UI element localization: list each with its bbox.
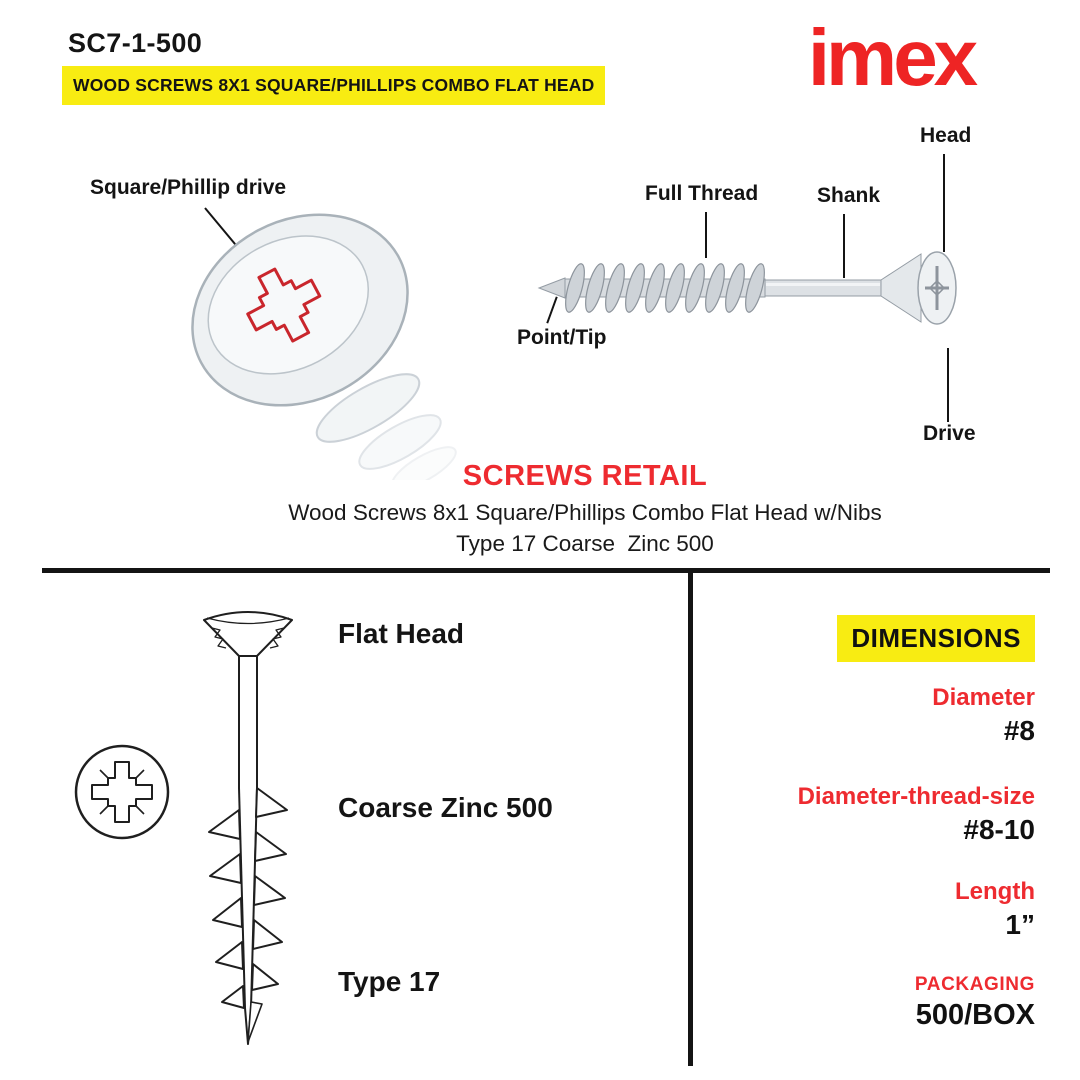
screw-anatomy-diagram: Full Thread Shank Head Point/Tip Drive — [505, 118, 1020, 463]
horizontal-screw-illustration — [537, 251, 957, 325]
imex-logo: imex — [807, 13, 978, 102]
product-title-banner: WOOD SCREWS 8X1 SQUARE/PHILLIPS COMBO FL… — [62, 66, 606, 105]
head-pointer-line — [943, 154, 945, 252]
feature-thread-type: Type 17 — [338, 966, 441, 997]
horizontal-divider — [42, 568, 1050, 573]
retail-description-line1: Wood Screws 8x1 Square/Phillips Combo Fl… — [288, 500, 882, 525]
combo-drive-recess-outline — [246, 267, 322, 343]
dimension-value: 1” — [1005, 909, 1035, 940]
product-code: SC7-1-500 — [68, 28, 203, 58]
full-thread-label: Full Thread — [645, 182, 759, 205]
point-tip-label: Point/Tip — [517, 326, 607, 349]
dimension-label: PACKAGING — [914, 974, 1035, 995]
drive-callout-label: Square/Phillip drive — [90, 176, 287, 199]
dimension-label: Length — [955, 878, 1035, 905]
full-thread-pointer-line — [705, 212, 707, 258]
dimensions-title: DIMENSIONS — [837, 615, 1035, 662]
vertical-screw-drawing — [203, 611, 293, 1045]
dimension-item-packaging: PACKAGING 500/BOX — [915, 974, 1035, 1032]
dimension-label: Diameter — [932, 684, 1035, 711]
dimension-value: #8-10 — [963, 814, 1035, 845]
screw-head-illustration — [191, 207, 457, 480]
dimension-label: Diameter-thread-size — [797, 783, 1035, 810]
feature-finish: Coarse Zinc 500 — [338, 792, 553, 823]
drive-pointer-line — [947, 348, 949, 422]
retail-title: SCREWS RETAIL — [462, 460, 708, 492]
dimension-value: #8 — [1003, 715, 1035, 746]
drive-recess-top-view — [74, 744, 170, 840]
drive-label: Drive — [923, 422, 976, 445]
vertical-divider — [688, 573, 693, 1066]
feature-head-type: Flat Head — [338, 618, 465, 649]
shank-label: Shank — [817, 184, 881, 207]
dimension-item-length: Length 1” — [955, 878, 1035, 941]
dimension-item-diameter: Diameter #8 — [932, 684, 1035, 747]
head-label: Head — [920, 124, 972, 147]
dimension-value: 500/BOX — [915, 999, 1035, 1031]
dimension-item-thread-size: Diameter-thread-size #8-10 — [798, 783, 1035, 846]
retail-description-line2: Type 17 Coarse Zinc 500 — [456, 531, 714, 556]
shank-pointer-line — [843, 214, 845, 278]
